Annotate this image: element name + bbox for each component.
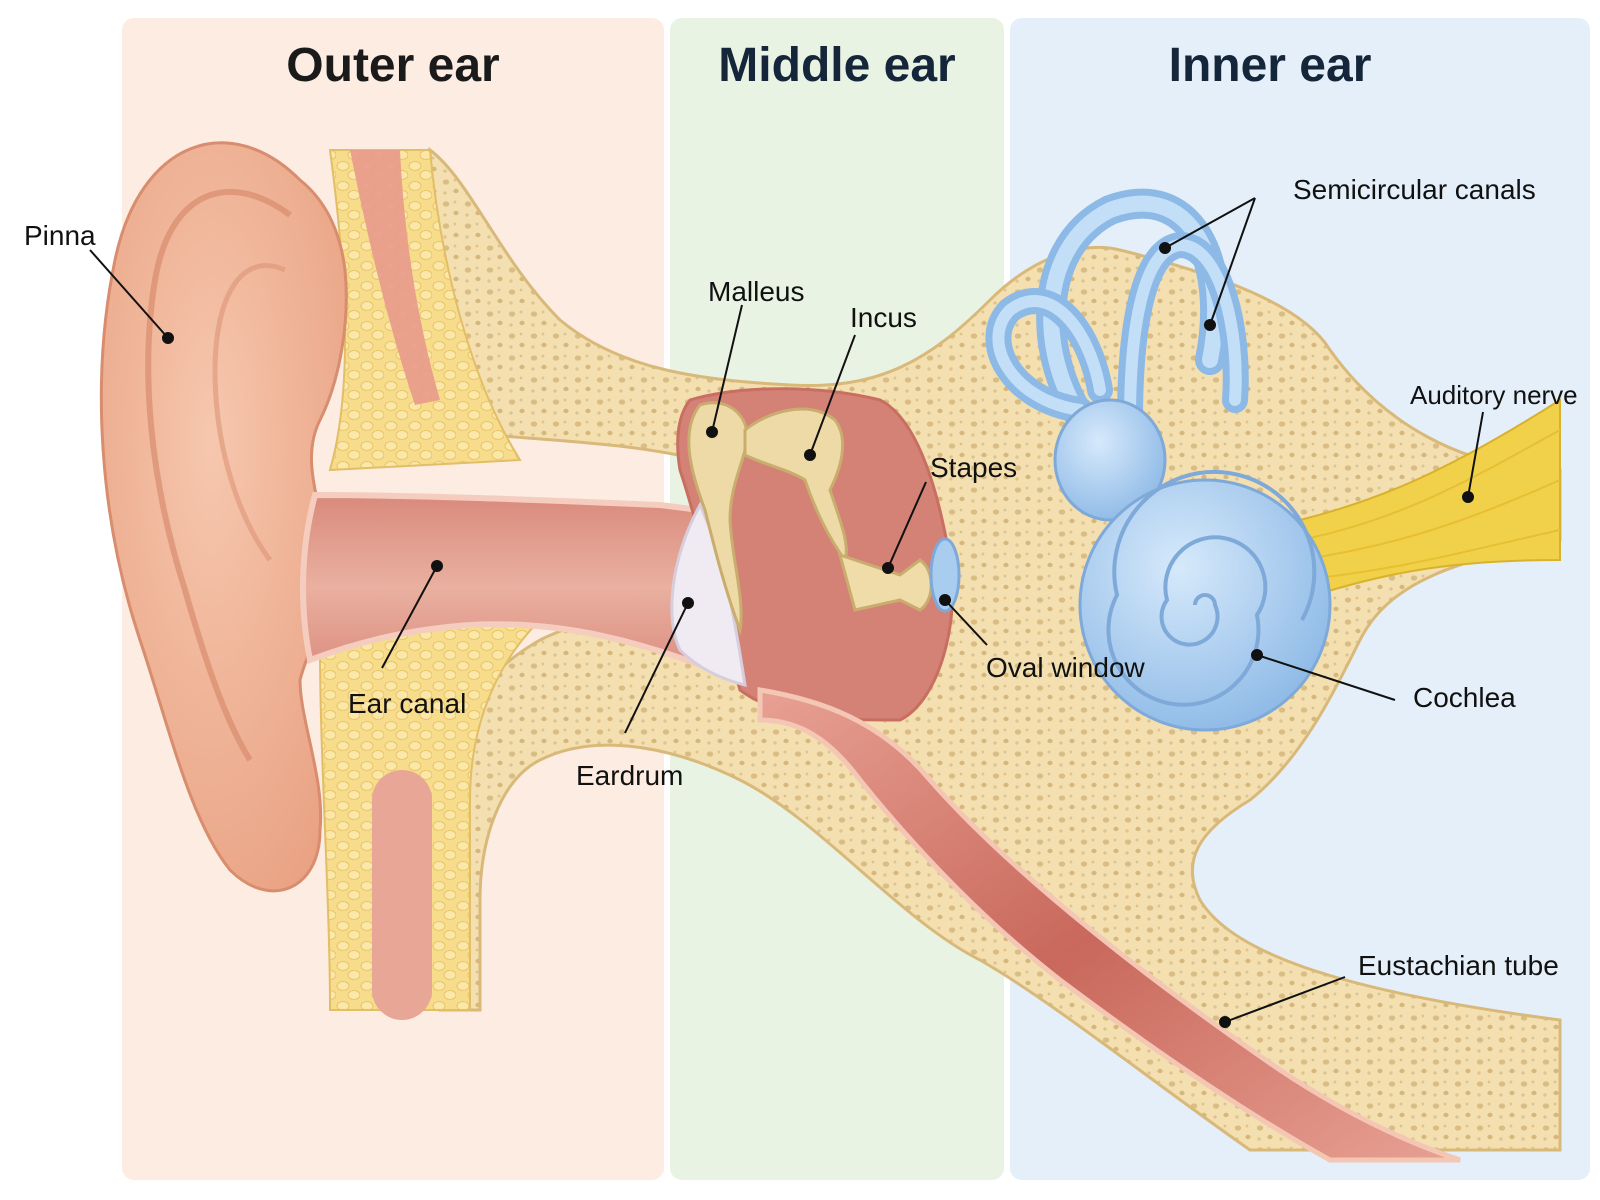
incus-shape — [743, 407, 848, 564]
semicircular-canals-shape — [985, 188, 1249, 445]
inner-ear-title: Inner ear — [1168, 39, 1372, 92]
middle-ear-title: Middle ear — [718, 39, 956, 92]
label-pinna: Pinna — [24, 220, 96, 251]
pinna-shape — [99, 141, 348, 893]
label-auditory-nerve: Auditory nerve — [1410, 380, 1578, 410]
label-eardrum: Eardrum — [576, 760, 684, 791]
temporal-bone — [428, 146, 1562, 1152]
oval-window-shape — [929, 537, 961, 613]
label-malleus: Malleus — [708, 276, 805, 307]
lower-soft-tissue — [372, 770, 432, 1020]
eustachian-tube-shape — [757, 687, 1461, 1163]
label-cochlea: Cochlea — [1413, 682, 1516, 713]
label-semicircular-canals: Semicircular canals — [1293, 174, 1536, 205]
pinna-antihelix-fold — [212, 263, 287, 562]
label-ear-canal: Ear canal — [348, 688, 467, 719]
label-stapes: Stapes — [930, 452, 1018, 483]
auditory-nerve-fibers — [1299, 429, 1561, 581]
pinna-helix-fold — [145, 189, 292, 762]
cochlea-shape — [1078, 469, 1332, 732]
muscle-strip-upper — [350, 150, 440, 405]
leader-lines — [89, 197, 1484, 1028]
label-eustachian-tube: Eustachian tube — [1358, 950, 1559, 981]
label-incus: Incus — [850, 302, 917, 333]
outer-ear-title: Outer ear — [286, 39, 500, 92]
ossicles — [687, 401, 933, 636]
tympanic-cavity — [676, 387, 954, 722]
vestibule-shape — [1053, 398, 1167, 522]
label-oval-window: Oval window — [986, 652, 1145, 683]
